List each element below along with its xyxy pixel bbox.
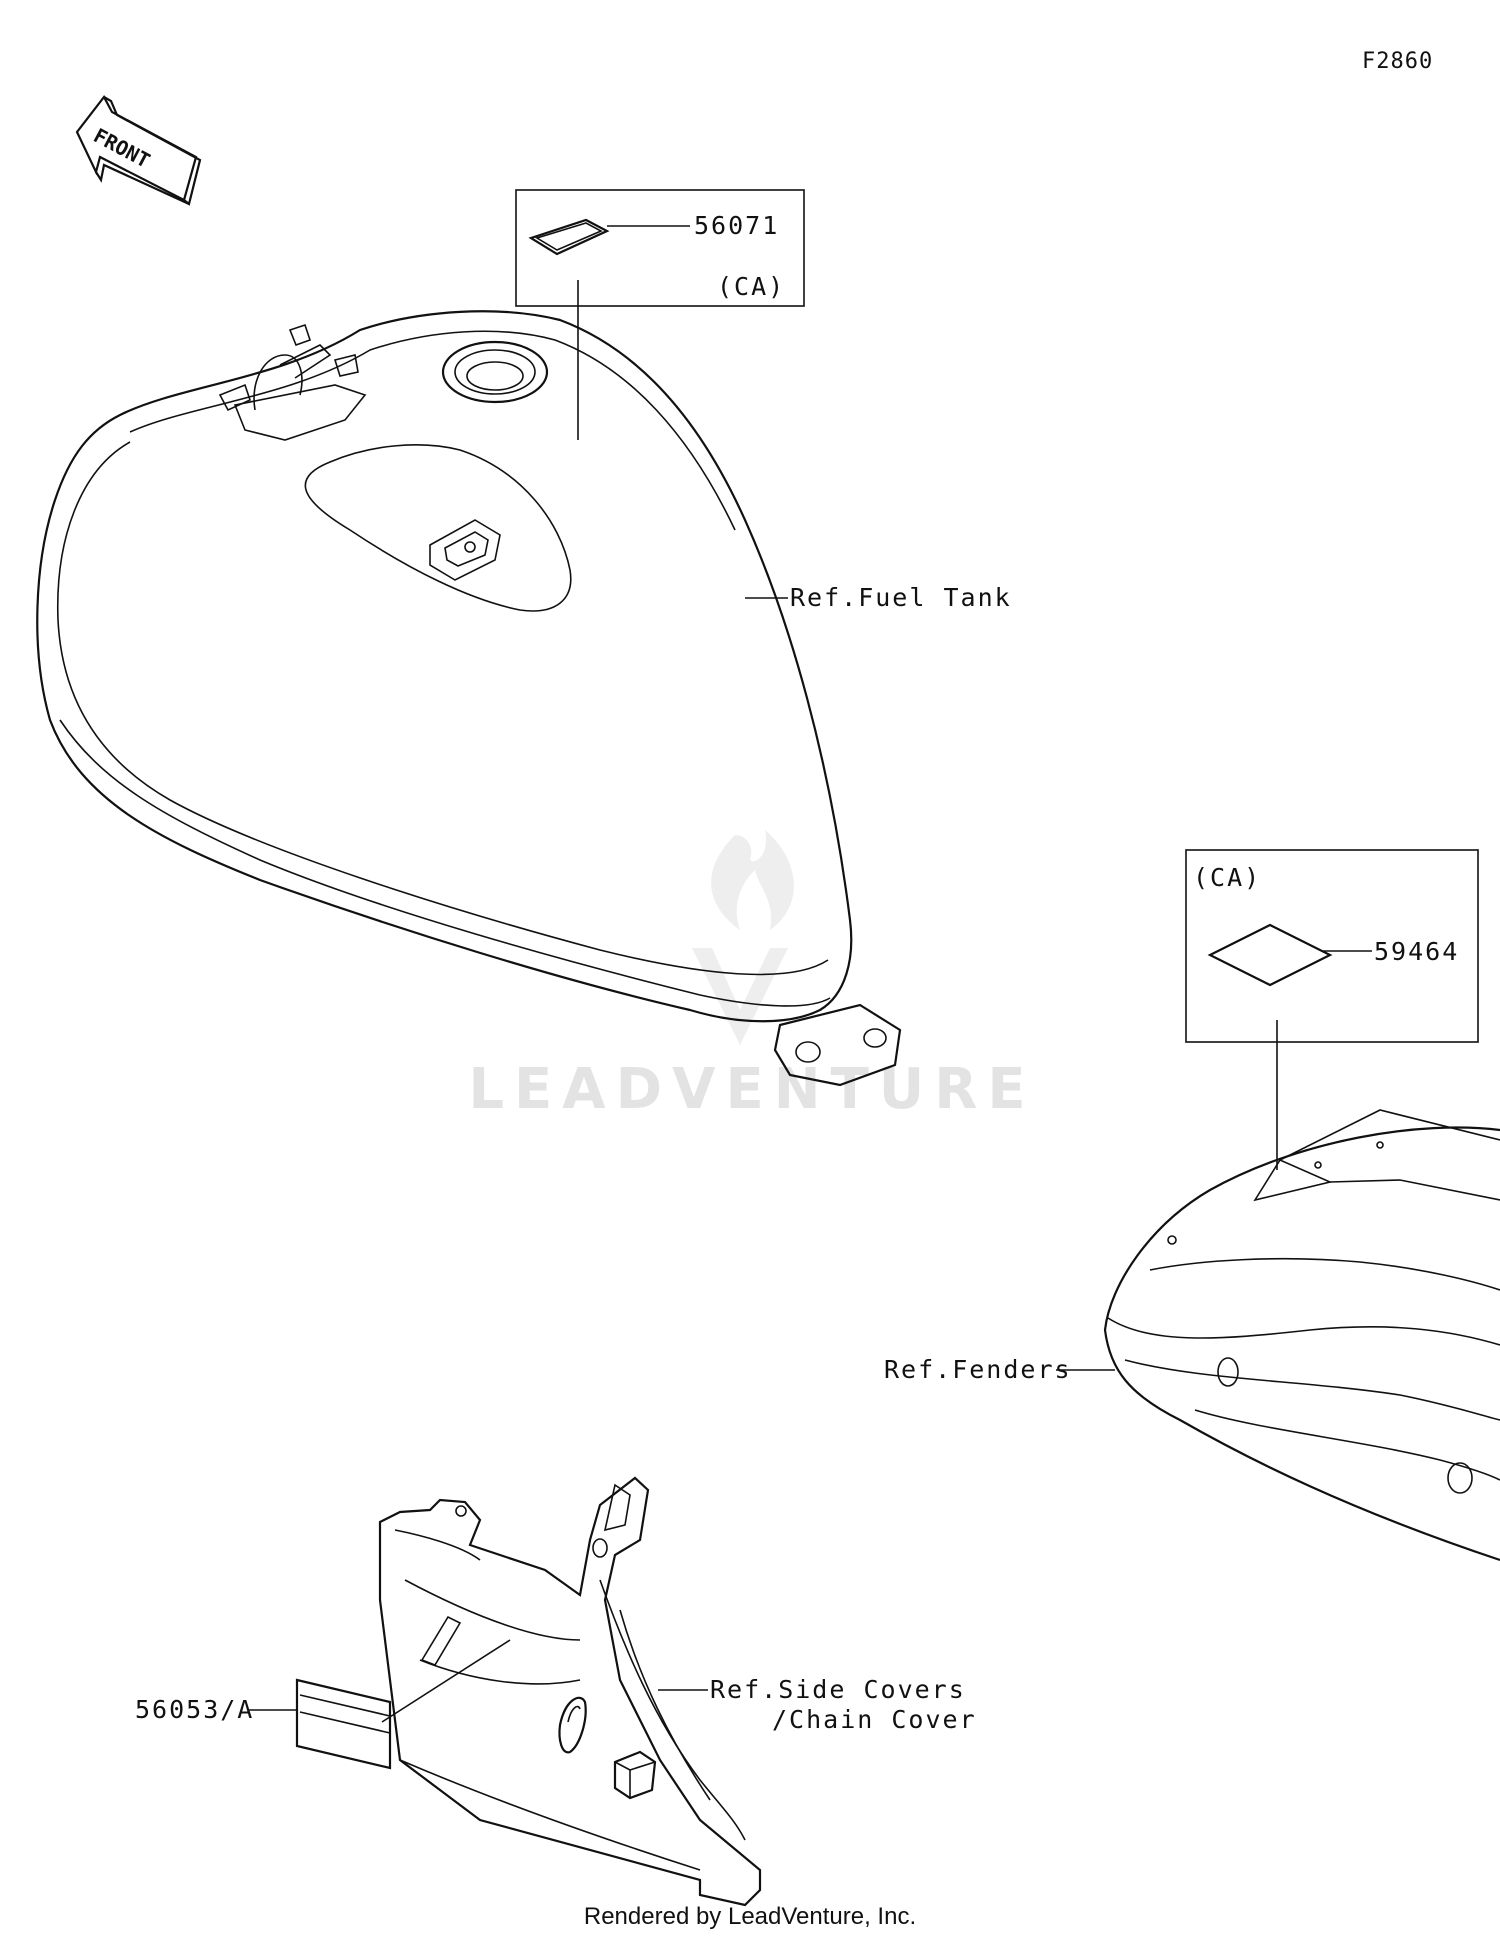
fuel-tank-drawing — [36, 310, 902, 1087]
note-59464: (CA) — [1193, 863, 1261, 892]
ref-side-covers: Ref.Side Covers — [710, 1675, 966, 1704]
rendered-by-footer: Rendered by LeadVenture, Inc. — [584, 1903, 916, 1930]
fender-drawing — [1103, 1109, 1500, 1562]
ref-fenders: Ref.Fenders — [884, 1355, 1072, 1384]
ref-chain-cover: /Chain Cover — [772, 1705, 977, 1734]
watermark-text: LEADVENTURE — [468, 1057, 1035, 1122]
label-decal-59464-icon — [1207, 923, 1333, 987]
side-cover-drawing — [378, 1476, 762, 1907]
callout-59464: (CA) 59464 — [1185, 849, 1479, 1170]
part-number-56071: 56071 — [694, 211, 779, 240]
part-number-59464: 59464 — [1374, 937, 1459, 966]
front-arrow-icon: FRONT — [75, 94, 202, 206]
callout-box-59464 — [1185, 849, 1479, 1043]
label-decal-56053a-icon — [295, 1678, 392, 1770]
part-number-56053a: 56053/A — [135, 1695, 254, 1724]
figure-id: F2860 — [1362, 49, 1433, 74]
leadventure-logo-icon — [692, 830, 794, 1045]
callout-box-56071 — [515, 189, 805, 307]
ref-fuel-tank: Ref.Fuel Tank — [790, 583, 1012, 612]
label-decal-56071-icon — [528, 218, 610, 256]
callout-56053a: 56053/A — [135, 1639, 511, 1770]
watermark: LEADVENTURE — [468, 830, 1035, 1122]
callout-56071: 56071 (CA) — [515, 189, 805, 440]
note-56071: (CA) — [717, 272, 785, 301]
